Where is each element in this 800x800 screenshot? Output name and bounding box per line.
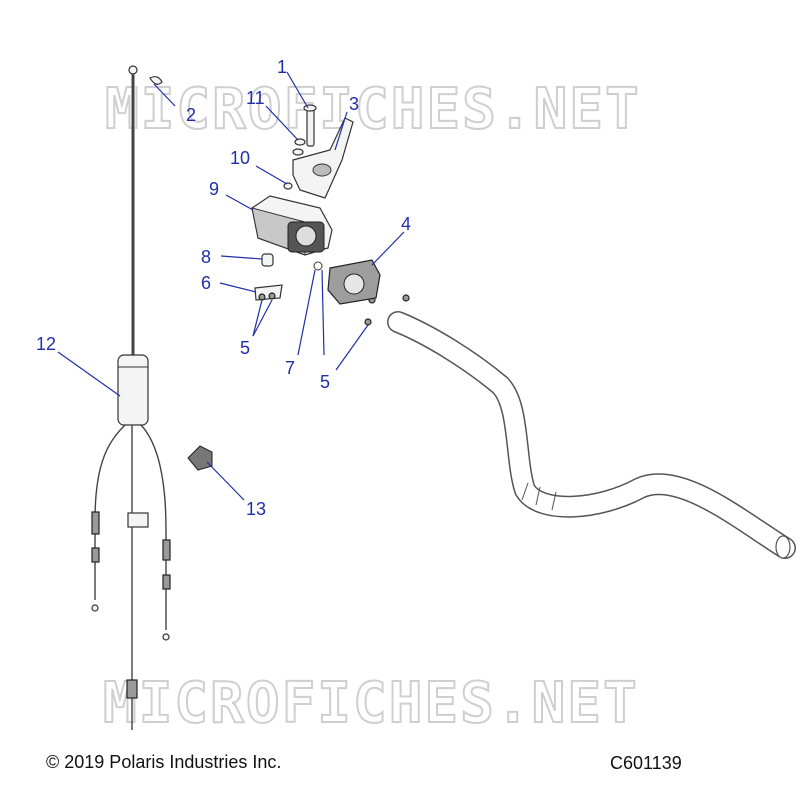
callout-8: 8 <box>201 247 211 267</box>
callout-3: 3 <box>349 94 359 114</box>
washer-part <box>313 261 323 271</box>
drawing-id: C601139 <box>610 753 682 773</box>
callout-11: 11 <box>246 88 265 108</box>
watermark-top: MICROFICHES.NET <box>105 77 641 142</box>
callout-2: 2 <box>186 105 196 125</box>
housing-cap <box>261 253 274 267</box>
callout-7: 7 <box>285 358 295 378</box>
clip-part <box>149 76 163 85</box>
handlebar <box>387 311 796 559</box>
throttle-cable-assembly <box>91 65 171 730</box>
callout-5-right: 5 <box>320 372 330 392</box>
cable-bracket <box>187 445 213 471</box>
callout-1: 1 <box>277 57 287 77</box>
watermark-bottom: MICROFICHES.NET <box>103 671 639 736</box>
leader-lines <box>57 71 405 501</box>
throttle-housing <box>251 195 333 256</box>
callout-13: 13 <box>246 499 266 519</box>
pivot-pin <box>303 104 317 147</box>
copyright-notice: © 2019 Polaris Industries Inc. <box>46 752 282 772</box>
callout-6: 6 <box>201 273 211 293</box>
callout-9: 9 <box>209 179 219 199</box>
ring-part <box>292 148 304 156</box>
callout-12: 12 <box>36 334 56 354</box>
throttle-lever <box>292 117 354 199</box>
callout-5-left: 5 <box>240 338 250 358</box>
callout-10: 10 <box>230 148 250 168</box>
ring-part <box>294 138 306 146</box>
ring-part <box>283 182 293 190</box>
callout-4: 4 <box>401 214 411 234</box>
